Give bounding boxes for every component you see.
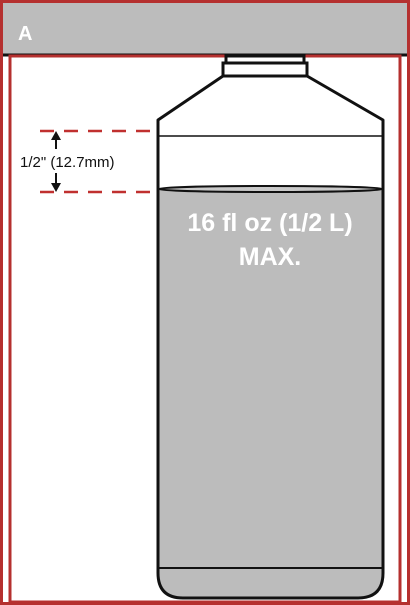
bottle-cap (221, 61, 309, 78)
max-fill-label-line1: 16 fl oz (1/2 L) (187, 209, 352, 237)
header-band (3, 3, 407, 54)
arrowhead-up (51, 131, 61, 140)
liquid-surface (157, 185, 384, 193)
arrowhead-down (51, 183, 61, 192)
clearance-label: 1/2" (12.7mm) (20, 154, 115, 171)
max-fill-label-line2: MAX. (239, 243, 302, 271)
inner-frame (8, 54, 402, 604)
bottle-outline (156, 74, 385, 600)
panel-label: A (18, 23, 32, 45)
liquid-fill (158, 188, 383, 598)
